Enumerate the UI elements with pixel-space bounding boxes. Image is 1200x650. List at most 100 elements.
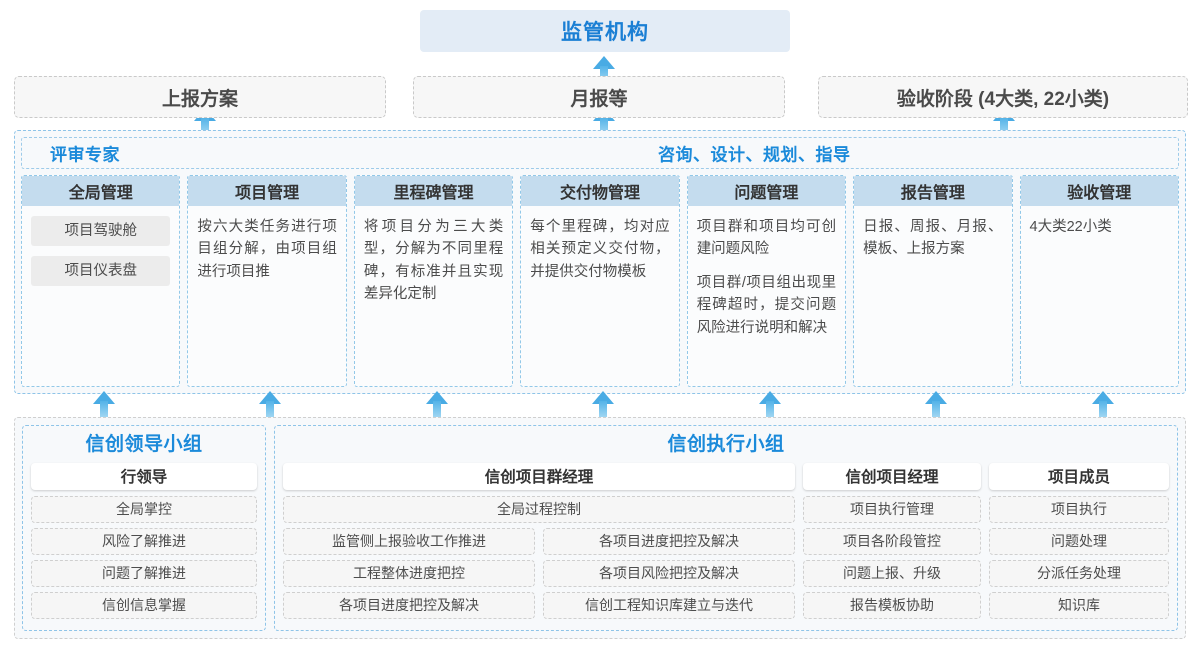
- column-paragraph: 按六大类任务进行项目组分解，由项目组进行项目推: [197, 219, 337, 280]
- column-deliverable-management[interactable]: 交付物管理 每个里程碑，均对应相关预定义交付物，并提供交付物模板: [520, 175, 680, 387]
- column-paragraph: 项目群/项目组出现里程碑超时，提交问题风险进行说明和解决: [696, 274, 837, 336]
- column-paragraph: 项目群和项目均可创建问题风险: [696, 219, 837, 258]
- column-title: 问题管理: [687, 176, 846, 206]
- list-item[interactable]: 信创工程知识库建立与迭代: [543, 591, 795, 619]
- column-paragraph: 4大类22小类: [1029, 219, 1112, 235]
- column-body: 按六大类任务进行项目组分解，由项目组进行项目推: [188, 206, 345, 386]
- list-item-global-process-control[interactable]: 全局过程控制: [283, 495, 795, 523]
- arrow-shaft: [433, 401, 441, 417]
- column-program-manager: 信创项目群经理 全局过程控制 监管侧上报验收工作推进 工程整体进度把控 各项目进…: [283, 462, 795, 622]
- arrow-up-to-project-management: [259, 391, 281, 417]
- arrow-shaft: [600, 66, 608, 82]
- group-leadership[interactable]: 信创领导小组 行领导 全局掌控 风险了解推进 问题了解推进 信创信息掌握: [22, 425, 266, 631]
- role-project-member[interactable]: 项目成员: [989, 462, 1169, 490]
- list-item[interactable]: 信创信息掌握: [31, 591, 257, 619]
- arrow-shaft: [100, 401, 108, 417]
- column-body: 项目驾驶舱 项目仪表盘: [22, 206, 179, 386]
- chip-item[interactable]: 项目仪表盘: [31, 256, 171, 286]
- list-item[interactable]: 风险了解推进: [31, 527, 257, 555]
- column-body: 4大类22小类: [1021, 206, 1178, 386]
- column-global-management[interactable]: 全局管理 项目驾驶舱 项目仪表盘: [21, 175, 181, 387]
- arrow-up-to-issue-management: [759, 391, 781, 417]
- list-item[interactable]: 问题了解推进: [31, 559, 257, 587]
- list-item[interactable]: 项目执行: [989, 495, 1169, 523]
- program-manager-subcolumns: 监管侧上报验收工作推进 工程整体进度把控 各项目进度把控及解决 各项目进度把控及…: [283, 527, 795, 619]
- organization-panel: 信创领导小组 行领导 全局掌控 风险了解推进 问题了解推进 信创信息掌握 信创执…: [14, 417, 1186, 639]
- arrow-up-to-deliverable-management: [592, 391, 614, 417]
- arrow-shaft: [1000, 118, 1008, 134]
- column-body: 将项目分为三大类型，分解为不同里程碑，有标准并且实现差异化定制: [355, 206, 512, 386]
- arrow-shaft: [599, 401, 607, 417]
- arrow-shaft: [1099, 401, 1107, 417]
- consulting-services-label: 咨询、设计、规划、指导: [658, 145, 851, 165]
- column-body: 每个里程碑，均对应相关预定义交付物，并提供交付物模板: [521, 206, 678, 386]
- chip-item[interactable]: 项目驾驶舱: [31, 216, 171, 246]
- column-issue-management[interactable]: 问题管理 项目群和项目均可创建问题风险 项目群/项目组出现里程碑超时，提交问题风…: [686, 175, 847, 387]
- program-manager-left-items: 监管侧上报验收工作推进 工程整体进度把控 各项目进度把控及解决: [283, 527, 535, 619]
- column-title: 验收管理: [1020, 176, 1178, 206]
- report-box-plan-label: 上报方案: [161, 88, 238, 110]
- arrow-up-to-global-management: [93, 391, 115, 417]
- column-title: 全局管理: [22, 176, 180, 206]
- column-project-manager: 信创项目经理 项目执行管理 项目各阶段管控 问题上报、升级 报告模板协助: [803, 462, 981, 622]
- list-item[interactable]: 知识库: [989, 591, 1169, 619]
- list-item[interactable]: 各项目进度把控及解决: [283, 591, 535, 619]
- program-manager-right-items: 各项目进度把控及解决 各项目风险把控及解决 信创工程知识库建立与迭代: [543, 527, 795, 619]
- column-title: 报告管理: [854, 176, 1012, 206]
- management-platform-panel: 评审专家 咨询、设计、规划、指导 全局管理 项目驾驶舱 项目仪表盘 项目管理 按…: [14, 130, 1186, 394]
- arrow-up-to-milestone-management: [426, 391, 448, 417]
- list-item[interactable]: 监管侧上报验收工作推进: [283, 527, 535, 555]
- group-leadership-title: 信创领导小组: [85, 434, 203, 455]
- arrow-shaft: [201, 118, 209, 134]
- arrow-shaft: [766, 401, 774, 417]
- list-item[interactable]: 工程整体进度把控: [283, 559, 535, 587]
- column-milestone-management[interactable]: 里程碑管理 将项目分为三大类型，分解为不同里程碑，有标准并且实现差异化定制: [353, 175, 514, 387]
- review-experts-label: 评审专家: [50, 145, 120, 165]
- arrow-up-to-report-management: [925, 391, 947, 417]
- arrow-head: [259, 391, 281, 404]
- column-title: 里程碑管理: [354, 176, 513, 206]
- list-item[interactable]: 问题上报、升级: [803, 559, 981, 587]
- arrow-head: [592, 391, 614, 404]
- report-box-monthly-label: 月报等: [570, 88, 628, 110]
- role-project-manager[interactable]: 信创项目经理: [803, 462, 981, 490]
- list-item[interactable]: 项目各阶段管控: [803, 527, 981, 555]
- arrow-up-monthly-to-banner: [593, 56, 615, 82]
- report-box-acceptance: 验收阶段 (4大类, 22小类): [818, 76, 1188, 118]
- list-item[interactable]: 分派任务处理: [989, 559, 1169, 587]
- list-item[interactable]: 全局掌控: [31, 495, 257, 523]
- column-acceptance-management[interactable]: 验收管理 4大类22小类: [1019, 175, 1179, 387]
- execution-role-columns: 信创项目群经理 全局过程控制 监管侧上报验收工作推进 工程整体进度把控 各项目进…: [283, 462, 1169, 622]
- column-report-management[interactable]: 报告管理 日报、周报、月报、模板、上报方案: [853, 175, 1013, 387]
- regulatory-body-label: 监管机构: [561, 21, 649, 44]
- arrow-head: [759, 391, 781, 404]
- report-box-monthly: 月报等: [413, 76, 785, 118]
- column-title: 项目管理: [188, 176, 346, 206]
- arrow-head: [593, 56, 615, 69]
- role-bank-leader[interactable]: 行领导: [31, 462, 257, 490]
- arrow-head: [426, 391, 448, 404]
- arrow-head: [925, 391, 947, 404]
- column-project-management[interactable]: 项目管理 按六大类任务进行项目组分解，由项目组进行项目推: [187, 175, 347, 387]
- arrow-up-to-acceptance-management: [1092, 391, 1114, 417]
- group-execution-title: 信创执行小组: [667, 434, 785, 455]
- column-paragraph: 每个里程碑，均对应相关预定义交付物，并提供交付物模板: [530, 219, 670, 280]
- list-item[interactable]: 各项目风险把控及解决: [543, 559, 795, 587]
- report-box-acceptance-label: 验收阶段 (4大类, 22小类): [896, 88, 1110, 110]
- arrow-shaft: [266, 401, 274, 417]
- management-platform-header: 评审专家 咨询、设计、规划、指导: [21, 137, 1179, 169]
- report-box-plan: 上报方案: [14, 76, 386, 118]
- role-program-manager[interactable]: 信创项目群经理: [283, 462, 795, 490]
- column-body: 日报、周报、月报、模板、上报方案: [854, 206, 1011, 386]
- management-columns: 全局管理 项目驾驶舱 项目仪表盘 项目管理 按六大类任务进行项目组分解，由项目组…: [21, 175, 1179, 387]
- regulatory-body-banner: 监管机构: [420, 10, 790, 52]
- arrow-shaft: [600, 118, 608, 134]
- list-item[interactable]: 项目执行管理: [803, 495, 981, 523]
- list-item[interactable]: 问题处理: [989, 527, 1169, 555]
- list-item[interactable]: 各项目进度把控及解决: [543, 527, 795, 555]
- list-item[interactable]: 报告模板协助: [803, 591, 981, 619]
- column-title: 交付物管理: [521, 176, 679, 206]
- arrow-head: [93, 391, 115, 404]
- group-execution[interactable]: 信创执行小组 信创项目群经理 全局过程控制 监管侧上报验收工作推进 工程整体进度…: [274, 425, 1178, 631]
